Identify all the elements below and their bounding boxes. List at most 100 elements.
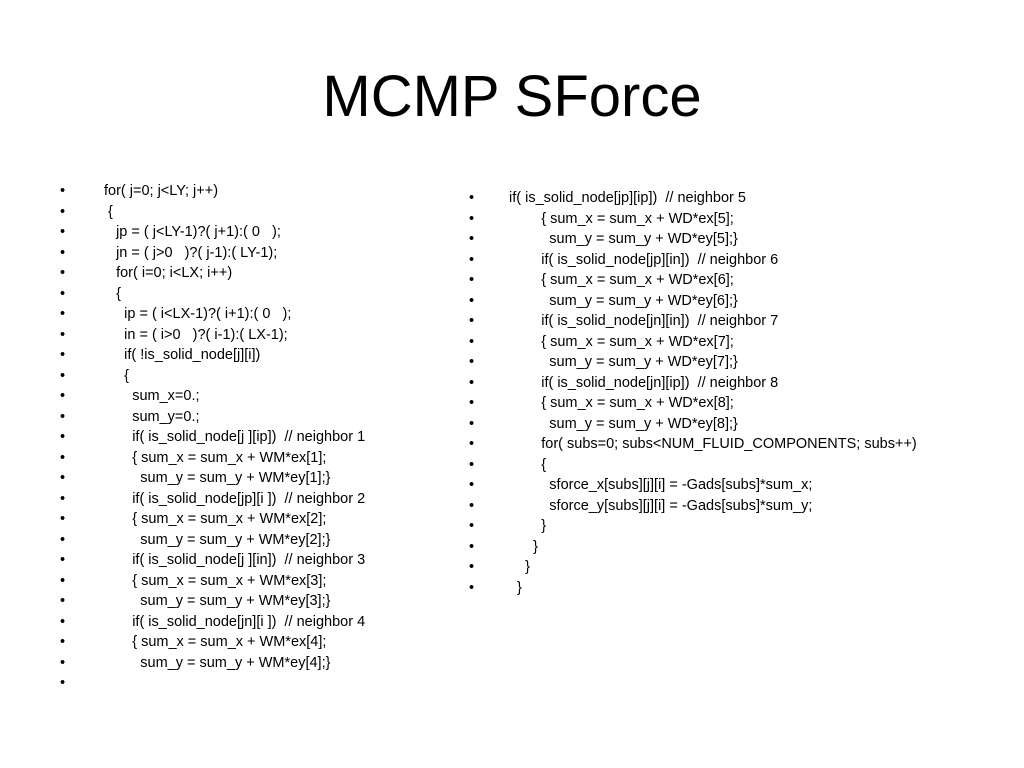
- right-code-line: • sum_y = sum_y + WD*ey[5];}: [469, 229, 1019, 250]
- left-code-line: • if( !is_solid_node[j][i]): [60, 345, 500, 366]
- left-code-line: • {: [60, 366, 500, 387]
- left-code-line: • {: [60, 284, 500, 305]
- right-code-line: • { sum_x = sum_x + WD*ex[5];: [469, 209, 1019, 230]
- bullet-icon: •: [469, 313, 475, 329]
- code-column-right: •if( is_solid_node[jp][ip]) // neighbor …: [469, 188, 1019, 598]
- code-text: sforce_y[subs][j][i] = -Gads[subs]*sum_y…: [509, 497, 813, 514]
- bullet-icon: •: [60, 224, 66, 240]
- left-code-line: •: [60, 673, 500, 694]
- code-text: { sum_x = sum_x + WM*ex[1];: [104, 449, 327, 466]
- bullet-icon: •: [60, 244, 66, 261]
- code-text: { sum_x = sum_x + WM*ex[3];: [104, 572, 327, 589]
- bullet-icon: •: [469, 292, 475, 309]
- bullet-icon: •: [469, 518, 475, 534]
- code-text: }: [509, 518, 547, 534]
- right-code-line: • }: [469, 537, 1019, 558]
- bullet-icon: •: [469, 231, 475, 247]
- code-text: if( is_solid_node[jp][i ]) // neighbor 2: [104, 490, 366, 507]
- bullet-icon: •: [60, 634, 66, 650]
- right-code-line: • sforce_y[subs][j][i] = -Gads[subs]*sum…: [469, 496, 1019, 517]
- bullet-icon: •: [469, 333, 475, 350]
- bullet-icon: •: [60, 347, 66, 363]
- code-text: in = ( i>0 )?( i-1):( LX-1);: [104, 326, 288, 343]
- code-text: {: [509, 456, 547, 473]
- bullet-icon: •: [469, 497, 475, 514]
- right-code-line: • sum_y = sum_y + WD*ey[8];}: [469, 414, 1019, 435]
- bullet-icon: •: [469, 190, 475, 206]
- code-text: { sum_x = sum_x + WD*ex[7];: [509, 333, 734, 350]
- code-text: sum_y = sum_y + WM*ey[3];}: [104, 593, 331, 609]
- bullet-icon: •: [60, 490, 66, 507]
- code-text: }: [509, 559, 530, 575]
- left-code-line: • if( is_solid_node[j ][in]) // neighbor…: [60, 550, 500, 571]
- code-text: jn = ( j>0 )?( j-1):( LY-1);: [104, 244, 278, 261]
- right-code-line: • {: [469, 455, 1019, 476]
- bullet-icon: •: [469, 538, 475, 555]
- left-code-line: • { sum_x = sum_x + WM*ex[4];: [60, 632, 500, 653]
- right-code-line: • sum_y = sum_y + WD*ey[7];}: [469, 352, 1019, 373]
- bullet-icon: •: [60, 572, 66, 589]
- code-text: sum_x=0.;: [104, 388, 200, 404]
- code-column-left: •for( j=0; j<LY; j++)• {• jp = ( j<LY-1)…: [60, 181, 500, 694]
- left-code-line: • if( is_solid_node[jp][i ]) // neighbor…: [60, 489, 500, 510]
- code-text: sum_y = sum_y + WM*ey[2];}: [104, 531, 331, 548]
- code-text: ip = ( i<LX-1)?( i+1):( 0 );: [104, 306, 292, 322]
- code-text: sum_y = sum_y + WM*ey[4];}: [104, 654, 331, 671]
- left-code-line: • for( i=0; i<LX; i++): [60, 263, 500, 284]
- code-text: if( is_solid_node[jp][in]) // neighbor 6: [509, 251, 779, 268]
- bullet-icon: •: [60, 367, 66, 384]
- bullet-icon: •: [469, 559, 475, 575]
- bullet-icon: •: [469, 354, 475, 370]
- bullet-icon: •: [469, 210, 475, 227]
- left-code-line: • jn = ( j>0 )?( j-1):( LY-1);: [60, 243, 500, 264]
- bullet-icon: •: [60, 552, 66, 568]
- bullet-icon: •: [60, 183, 66, 199]
- right-code-line: • sum_y = sum_y + WD*ey[6];}: [469, 291, 1019, 312]
- code-text: if( !is_solid_node[j][i]): [104, 347, 261, 363]
- bullet-icon: •: [60, 203, 66, 220]
- bullet-icon: •: [60, 449, 66, 466]
- right-code-line: •if( is_solid_node[jp][ip]) // neighbor …: [469, 188, 1019, 209]
- bullet-icon: •: [469, 415, 475, 432]
- code-text: { sum_x = sum_x + WM*ex[4];: [104, 634, 327, 650]
- right-code-line: • if( is_solid_node[jn][ip]) // neighbor…: [469, 373, 1019, 394]
- code-text: { sum_x = sum_x + WD*ex[8];: [509, 395, 734, 411]
- code-text: sforce_x[subs][j][i] = -Gads[subs]*sum_x…: [509, 477, 813, 493]
- code-text: sum_y = sum_y + WD*ey[7];}: [509, 354, 738, 370]
- left-code-line: • sum_y = sum_y + WM*ey[1];}: [60, 468, 500, 489]
- code-text: if( is_solid_node[j ][in]) // neighbor 3: [104, 552, 366, 568]
- slide-title: MCMP SForce: [322, 64, 702, 129]
- left-code-line: • { sum_x = sum_x + WM*ex[1];: [60, 448, 500, 469]
- bullet-icon: •: [60, 306, 66, 322]
- code-text: { sum_x = sum_x + WD*ex[5];: [509, 210, 734, 227]
- bullet-icon: •: [60, 675, 66, 691]
- bullet-icon: •: [60, 531, 66, 548]
- bullet-icon: •: [469, 272, 475, 288]
- code-text: sum_y = sum_y + WD*ey[5];}: [509, 231, 738, 247]
- right-code-line: • }: [469, 557, 1019, 578]
- code-text: for( j=0; j<LY; j++): [104, 183, 219, 199]
- left-code-line: • ip = ( i<LX-1)?( i+1):( 0 );: [60, 304, 500, 325]
- left-code-line: • if( is_solid_node[j ][ip]) // neighbor…: [60, 427, 500, 448]
- bullet-icon: •: [60, 408, 66, 425]
- bullet-icon: •: [469, 456, 475, 473]
- bullet-icon: •: [60, 593, 66, 609]
- bullet-icon: •: [60, 470, 66, 486]
- code-text: }: [509, 579, 522, 596]
- bullet-icon: •: [469, 477, 475, 493]
- code-text: if( is_solid_node[jn][in]) // neighbor 7: [509, 313, 779, 329]
- bullet-icon: •: [469, 579, 475, 596]
- left-code-line: • for( j=0; j<LY; j++): [60, 181, 500, 202]
- left-code-line: • sum_y = sum_y + WM*ey[3];}: [60, 591, 500, 612]
- left-code-line: • sum_y = sum_y + WM*ey[2];}: [60, 530, 500, 551]
- code-text: if( is_solid_node[jn][i ]) // neighbor 4: [104, 613, 366, 630]
- code-text: { sum_x = sum_x + WD*ex[6];: [509, 272, 734, 288]
- left-code-line: • if( is_solid_node[jn][i ]) // neighbor…: [60, 612, 500, 633]
- left-code-line: • { sum_x = sum_x + WM*ex[3];: [60, 571, 500, 592]
- left-code-line: • sum_y=0.;: [60, 407, 500, 428]
- code-text: { sum_x = sum_x + WM*ex[2];: [104, 511, 327, 527]
- right-code-line: • if( is_solid_node[jn][in]) // neighbor…: [469, 311, 1019, 332]
- code-text: for( subs=0; subs<NUM_FLUID_COMPONENTS; …: [509, 436, 917, 452]
- bullet-icon: •: [469, 395, 475, 411]
